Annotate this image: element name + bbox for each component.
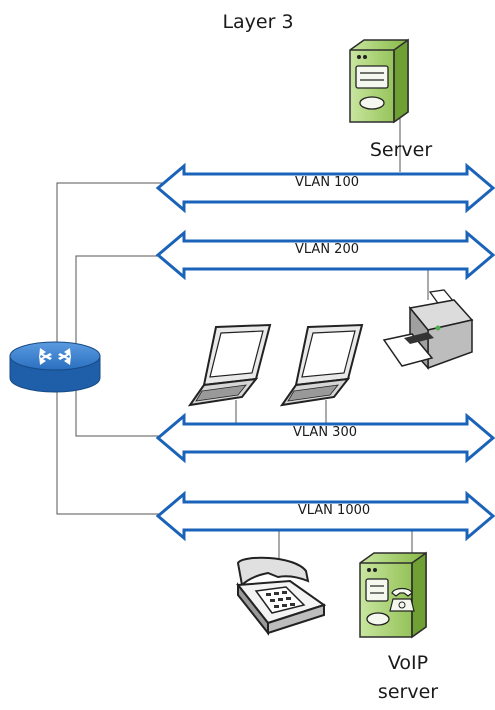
phone-icon [236,556,327,636]
diagram-title: Layer 3 [222,11,293,33]
router-links [56,182,163,515]
device-links [235,115,429,560]
vlan-bus-arrow [155,490,495,542]
server-label: Server [370,139,432,161]
router-icon [9,341,101,393]
printer-icon [382,289,474,370]
vlan-bus-arrow [155,229,495,281]
vlan-label: VLAN 200 [295,242,359,257]
voip-server-label-line1: VoIP [388,652,428,674]
vlan-label: VLAN 100 [295,175,359,190]
vlan-bus-arrow [155,412,495,464]
server-icon [349,38,409,124]
vlan-bus-arrow [155,162,495,214]
vlan-label: VLAN 1000 [298,503,370,518]
voip-server-label-line2: server [378,681,438,703]
vlan-label: VLAN 300 [293,425,357,440]
voip-server-icon [359,551,427,639]
laptop-icon [187,323,272,407]
laptop-icon [279,323,364,407]
